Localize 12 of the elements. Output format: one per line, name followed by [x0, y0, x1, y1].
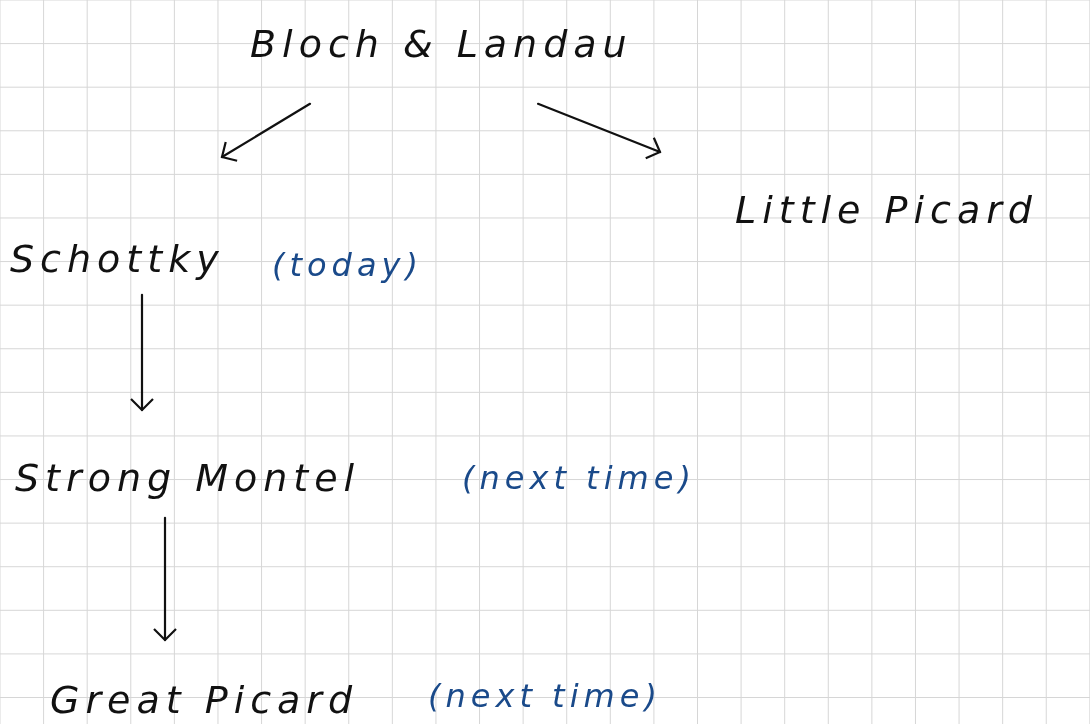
handwritten-label: Great Picard: [45, 640, 364, 722]
double-arrow: [220, 102, 312, 162]
handwritten-note: (next time): [428, 679, 662, 715]
handwritten-note: (next time): [462, 461, 696, 497]
double-arrow: [152, 516, 178, 642]
double-arrow: [129, 293, 155, 412]
handwritten-label: Strong Montel: [10, 410, 366, 518]
double-arrow: [536, 102, 662, 160]
handwritten-label: Schottky: [5, 157, 230, 295]
handwritten-label: Bloch & Landau: [240, 14, 643, 104]
handwritten-label: Little Picard: [650, 152, 1043, 237]
handwritten-note: (today): [272, 248, 423, 284]
